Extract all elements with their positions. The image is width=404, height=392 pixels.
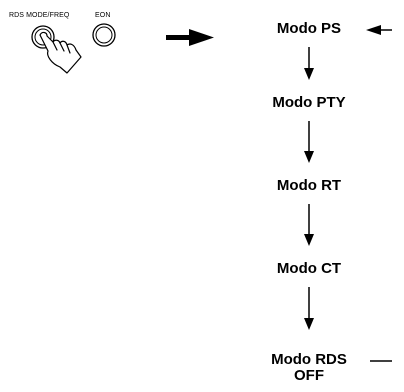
big-right-arrow-icon bbox=[166, 29, 214, 46]
mode-ps-label: Modo PS bbox=[276, 20, 342, 37]
mode-ct-label: Modo CT bbox=[276, 260, 342, 277]
return-arrow-icon bbox=[366, 25, 392, 35]
eon-button[interactable] bbox=[92, 23, 116, 47]
down-arrow-icon bbox=[304, 204, 314, 246]
mode-off-label: OFF bbox=[294, 367, 324, 384]
down-arrow-icon bbox=[304, 287, 314, 330]
mode-rds-off-label: Modo RDS OFF bbox=[252, 352, 366, 384]
hand-pressing-button-icon bbox=[39, 31, 82, 74]
down-arrow-icon bbox=[304, 121, 314, 163]
mode-pty-label: Modo PTY bbox=[272, 94, 346, 111]
mode-rt-label: Modo RT bbox=[276, 177, 342, 194]
eon-label: EON bbox=[95, 12, 111, 19]
mode-rds-label: Modo RDS bbox=[271, 351, 347, 368]
down-arrow-icon bbox=[304, 47, 314, 80]
rds-mode-freq-label: RDS MODE/FREQ bbox=[9, 12, 70, 19]
